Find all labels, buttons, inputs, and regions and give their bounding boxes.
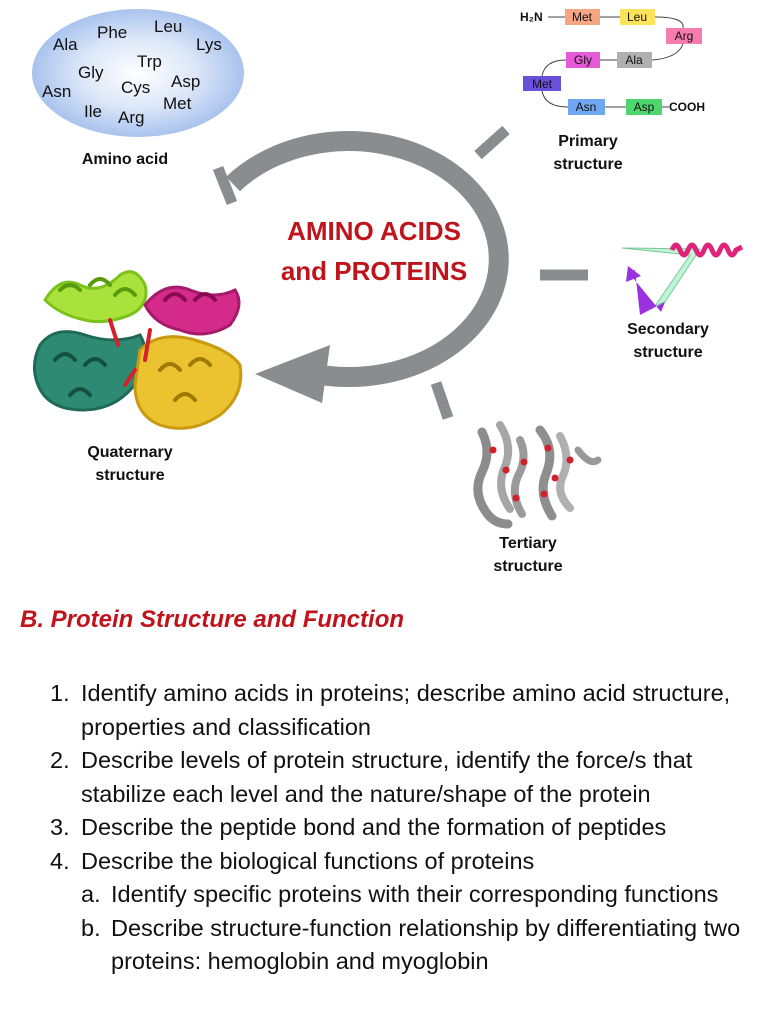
aa-ile: Ile xyxy=(84,102,102,121)
residue-asn-label: Asn xyxy=(576,100,597,114)
sub-objective-letter: b. xyxy=(81,914,101,941)
cycle-arc xyxy=(226,131,509,387)
residue-ala-label: Ala xyxy=(625,53,643,67)
sub-objective-letter: a. xyxy=(81,881,101,907)
objective-number: 1. xyxy=(50,680,70,706)
residue-met-2 xyxy=(523,76,561,91)
aa-met: Met xyxy=(163,94,192,113)
sub-objective-item: b. Describe structure-function relations… xyxy=(81,912,750,979)
aa-asp: Asp xyxy=(171,72,200,91)
objective-text: Describe levels of protein structure, id… xyxy=(81,747,693,807)
residue-arg-label: Arg xyxy=(675,29,694,43)
residue-ala xyxy=(617,52,652,68)
sub-objective-text: Identify specific proteins with their co… xyxy=(111,881,719,907)
objective-text: Describe the biological functions of pro… xyxy=(81,847,535,874)
residue-met-1 xyxy=(565,9,600,25)
objective-number: 2. xyxy=(50,747,70,773)
aa-asn: Asn xyxy=(42,82,71,101)
secondary-caption-line1: Secondary xyxy=(627,321,709,338)
n-terminus-label: H₂N xyxy=(520,10,543,24)
residue-met-1-label: Met xyxy=(572,10,593,24)
objective-text: Identify amino acids in proteins; descri… xyxy=(81,680,731,740)
tertiary-caption-line2: structure xyxy=(493,558,562,575)
cycle-tick-start xyxy=(212,165,238,206)
residue-asp-label: Asp xyxy=(634,100,655,114)
quaternary-caption-line2: structure xyxy=(95,467,164,484)
quaternary-structure-image xyxy=(33,270,243,430)
tertiary-caption-line1: Tertiary xyxy=(499,535,557,552)
residue-arg xyxy=(666,28,702,44)
primary-caption-line2: structure xyxy=(553,156,622,173)
alpha-helix-ribbon xyxy=(669,242,744,258)
aa-arg: Arg xyxy=(118,108,144,127)
primary-structure-chain: H₂N Met Leu Arg Gly Ala Met Asn Asp COOH xyxy=(520,9,705,115)
residue-gly xyxy=(566,52,600,68)
aa-lys: Lys xyxy=(196,35,222,54)
objective-item: 4. Describe the biological functions of … xyxy=(50,845,750,979)
aa-ala: Ala xyxy=(53,35,78,54)
objective-item: 2. Describe levels of protein structure,… xyxy=(50,744,750,811)
residue-asn xyxy=(568,99,605,115)
protein-structure-diagram: Leu Phe Ala Lys Trp Gly Cys Asp Asn Met … xyxy=(32,9,744,575)
objective-number: 3. xyxy=(50,814,70,840)
residue-leu-label: Leu xyxy=(627,10,647,24)
residue-leu xyxy=(620,9,655,25)
residue-gly-label: Gly xyxy=(574,53,592,67)
objective-item: 1. Identify amino acids in proteins; des… xyxy=(50,677,750,744)
aa-cys: Cys xyxy=(121,78,150,97)
center-title-line1: AMINO ACIDS xyxy=(287,216,461,246)
objective-number: 4. xyxy=(50,847,70,874)
objectives-list: 1. Identify amino acids in proteins; des… xyxy=(50,677,750,979)
amino-acid-blob xyxy=(32,9,244,137)
aa-leu: Leu xyxy=(154,17,182,36)
residue-asp xyxy=(626,99,662,115)
center-title-line2: and PROTEINS xyxy=(281,256,467,286)
tertiary-structure-image xyxy=(473,421,602,529)
sub-objective-text: Describe structure-function relationship… xyxy=(111,914,741,975)
quaternary-caption-line1: Quaternary xyxy=(87,444,172,461)
c-terminus-label: COOH xyxy=(669,100,705,114)
aa-gly: Gly xyxy=(78,63,104,82)
cycle-tick-primary xyxy=(474,125,510,160)
cycle-tick-tertiary xyxy=(430,381,454,420)
objective-item: 3. Describe the peptide bond and the for… xyxy=(50,811,750,845)
primary-caption-line1: Primary xyxy=(558,133,618,150)
sub-objectives-list: a. Identify specific proteins with their… xyxy=(81,878,750,979)
cycle-arrow xyxy=(212,125,588,420)
amino-acid-cloud: Leu Phe Ala Lys Trp Gly Cys Asp Asn Met … xyxy=(32,9,244,168)
secondary-caption-line2: structure xyxy=(633,344,702,361)
cycle-arrowhead xyxy=(255,345,330,403)
secondary-structure-image xyxy=(621,242,744,315)
beta-strand-arrowhead xyxy=(626,266,641,282)
residue-met-2-label: Met xyxy=(532,77,553,91)
sub-objective-item: a. Identify specific proteins with their… xyxy=(81,878,750,912)
aa-trp: Trp xyxy=(137,52,162,71)
aa-phe: Phe xyxy=(97,23,127,42)
amino-acid-caption: Amino acid xyxy=(82,151,168,168)
objective-text: Describe the peptide bond and the format… xyxy=(81,814,667,840)
section-title: B. Protein Structure and Function xyxy=(20,606,405,633)
